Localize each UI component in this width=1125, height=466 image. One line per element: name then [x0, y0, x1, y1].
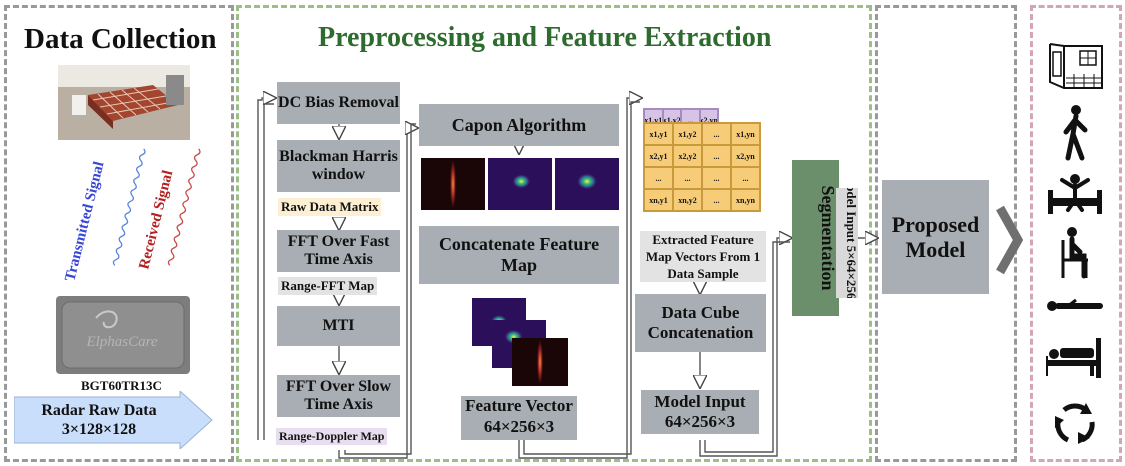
matrix-front-cell: x1,y1	[644, 123, 673, 145]
radar-device-photo: ElphasCare	[56, 296, 190, 374]
extracted-feature-label: Extracted Feature Map Vectors From 1 Dat…	[640, 231, 766, 282]
range-doppler-map-label: Range-Doppler Map	[276, 428, 388, 445]
device-label: BGT60TR13C	[81, 378, 162, 393]
segmentation-label: Segmentation	[818, 186, 838, 291]
stacked-map-3	[512, 338, 568, 386]
model-input-box	[641, 390, 759, 434]
data-collection-panel	[4, 5, 234, 462]
dc-bias-removal-box: DC Bias Removal	[277, 82, 400, 124]
signal-waves: Transmitted Signal Received Signal	[62, 148, 201, 283]
walking-icon	[1063, 105, 1088, 161]
matrix-front-cell: xn,y1	[644, 189, 673, 211]
radar-raw-data-title: Radar Raw Data	[41, 402, 157, 419]
feature-vector-box	[461, 396, 577, 440]
model-input-seg-label: Model Input 5×64×256×3	[844, 188, 858, 298]
device-logo-text: ElphasCare	[85, 334, 157, 350]
matrix-front-cell: xn,y2	[673, 189, 702, 211]
mti-box: MTI	[277, 306, 400, 346]
heatmap-capon-1	[488, 158, 552, 210]
feature-vector-title: Feature Vector	[465, 396, 573, 415]
model-input-title: Model Input	[654, 392, 746, 411]
fft-fast-time-box: FFT Over Fast Time Axis	[277, 230, 400, 272]
radar-raw-data-dims: 3×128×128	[61, 421, 137, 438]
matrix-front-cell: ...	[702, 167, 731, 189]
sitting-chair-icon	[1061, 227, 1088, 279]
room-icon	[1049, 43, 1103, 89]
data-cube-concatenation-box: Data Cube Concatenation	[635, 294, 766, 352]
lying-floor-icon	[1047, 298, 1103, 311]
range-fft-map-label: Range-FFT Map	[278, 277, 378, 295]
data-collection-title: Data Collection	[24, 23, 217, 55]
matrix-front-cell: ...	[644, 167, 673, 189]
extracted-feature-text: Extracted Feature Map Vectors From 1 Dat…	[645, 232, 761, 281]
preprocessing-title: Preprocessing and Feature Extraction	[318, 22, 772, 53]
sitting-on-bed-icon	[1048, 174, 1102, 214]
matrix-front-cell: ...	[731, 167, 760, 189]
matrix-front-cell: x1,yn	[731, 123, 760, 145]
heatmap-range-doppler	[421, 158, 485, 210]
segmentation-box	[792, 160, 839, 316]
lying-bed-icon	[1046, 338, 1101, 378]
matrix-front-cell: x2,yn	[731, 145, 760, 167]
activities-panel	[1030, 5, 1122, 462]
matrix-front-cell: ...	[673, 167, 702, 189]
model-input-seg-svg: Model Input 5×64×256×3	[836, 188, 858, 298]
matrix-front-cell: x2,y2	[673, 145, 702, 167]
segmentation-text-svg: Segmentation	[818, 186, 838, 291]
matrix-front-cell: xn,yn	[731, 189, 760, 211]
bed-room-photo	[58, 65, 190, 140]
chevron-right-icon	[996, 205, 1024, 275]
matrix-front-cell: ...	[702, 145, 731, 167]
capon-algorithm-box: Capon Algorithm	[419, 104, 619, 146]
matrix-front-cell: ...	[702, 123, 731, 145]
matrix-front-cell: x2,y1	[644, 145, 673, 167]
matrix-front-cell: ...	[702, 189, 731, 211]
concatenate-feature-map-box: Concatenate Feature Map	[419, 226, 619, 284]
model-input-dims: 64×256×3	[664, 412, 736, 431]
matrix-front-cell: x1,y2	[673, 123, 702, 145]
fft-slow-time-box: FFT Over Slow Time Axis	[277, 375, 400, 417]
blackman-harris-box: Blackman Harris window	[277, 140, 400, 192]
heatmap-capon-2	[555, 158, 619, 210]
raw-data-matrix-label: Raw Data Matrix	[278, 198, 382, 216]
cycle-icon	[1055, 403, 1095, 444]
feature-vector-dims: 64×256×3	[483, 417, 555, 436]
radar-raw-data-arrow	[14, 391, 213, 449]
proposed-model-box: Proposed Model	[882, 180, 989, 294]
